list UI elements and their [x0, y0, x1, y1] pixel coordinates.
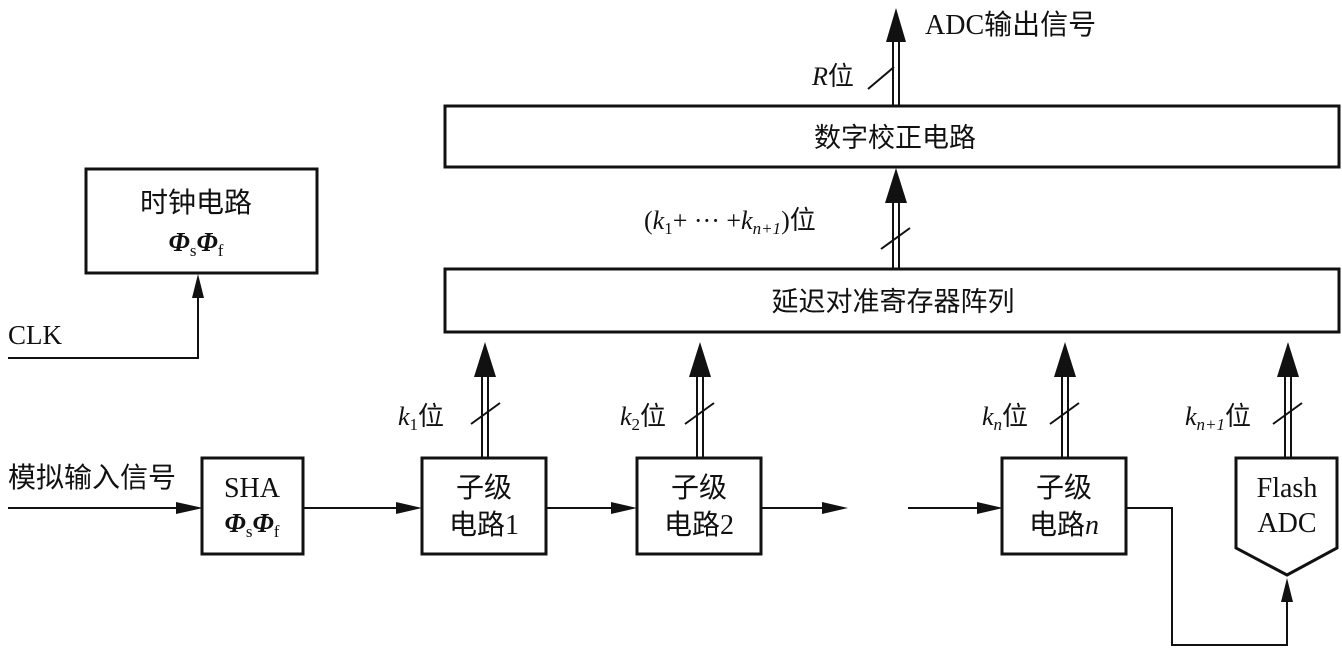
stage-2-bits-label: k2位	[620, 402, 666, 434]
stage-1-bus	[470, 342, 501, 458]
arrowhead-icon	[611, 502, 637, 514]
stage-n-bits-label: kn位	[982, 402, 1028, 434]
clock-phases-label: ΦsΦf	[169, 227, 224, 260]
stage-n-line1: 子级	[1036, 472, 1092, 504]
stage-1-line1: 子级	[456, 472, 512, 504]
delay-register-block	[443, 267, 1341, 334]
delay-register-label: 延迟对准寄存器阵列	[772, 287, 1015, 317]
flash-adc-line1: Flash	[1257, 473, 1318, 504]
output-bus	[867, 8, 906, 107]
adc-output-label: ADC输出信号	[925, 9, 1096, 41]
stage-n-bus	[1049, 342, 1080, 458]
bus-width-slash-icon	[880, 227, 911, 250]
clk-arrowhead-icon	[192, 274, 204, 298]
output-bits-label: R位	[811, 62, 854, 91]
bus-width-slash-icon	[1049, 402, 1080, 425]
flash-adc-block	[1234, 456, 1339, 577]
stage-2-line1: 子级	[671, 472, 727, 504]
stage-1-line2: 电路1	[449, 509, 519, 541]
sha-phases-label: ΦsΦf	[225, 508, 280, 541]
clock-circuit-title: 时钟电路	[140, 187, 252, 219]
arrowhead-icon	[689, 342, 711, 377]
bus-width-slash-icon	[470, 402, 501, 425]
sha-block	[200, 456, 305, 556]
stage-2-block	[635, 456, 763, 556]
bus-width-slash-icon	[1272, 402, 1303, 425]
clk-wire	[8, 285, 199, 359]
flash-adc-line2: ADC	[1257, 508, 1316, 539]
arrowhead-icon	[396, 502, 422, 514]
arrowhead-icon	[977, 502, 1003, 514]
arrowhead-icon	[1281, 578, 1293, 602]
digital-correction-block	[443, 104, 1341, 169]
sum-bus	[880, 168, 911, 269]
stage-1-block	[420, 456, 548, 556]
arrowhead-icon	[1054, 342, 1076, 377]
sum-bits-label: (k1+ ··· +kn+1)位	[644, 206, 816, 238]
arrowhead-icon	[822, 502, 848, 514]
digital-correction-label: 数字校正电路	[814, 123, 976, 153]
flash-bus	[1272, 342, 1303, 458]
arrowhead-icon	[176, 502, 203, 514]
stage-n-block	[1000, 456, 1128, 556]
flash-bits-label: kn+1位	[1185, 402, 1251, 434]
bus-width-slash-icon	[684, 402, 715, 425]
analog-input-label: 模拟输入信号	[8, 462, 176, 494]
sha-title: SHA	[224, 473, 281, 504]
stage-2-bus	[684, 342, 715, 458]
stage-2-line2: 电路2	[664, 509, 734, 541]
stage-n-line2: 电路n	[1029, 509, 1099, 541]
output-arrowhead-icon	[886, 8, 906, 42]
bus-width-slash-icon	[867, 66, 895, 90]
clock-circuit-block	[84, 167, 319, 275]
arrowhead-icon	[474, 342, 496, 377]
stage-1-bits-label: k1位	[398, 402, 444, 434]
sum-arrowhead-icon	[885, 168, 907, 203]
arrowhead-icon	[1277, 342, 1299, 377]
stage-n-to-flash-wire	[1126, 507, 1288, 646]
clk-label: CLK	[8, 320, 63, 350]
